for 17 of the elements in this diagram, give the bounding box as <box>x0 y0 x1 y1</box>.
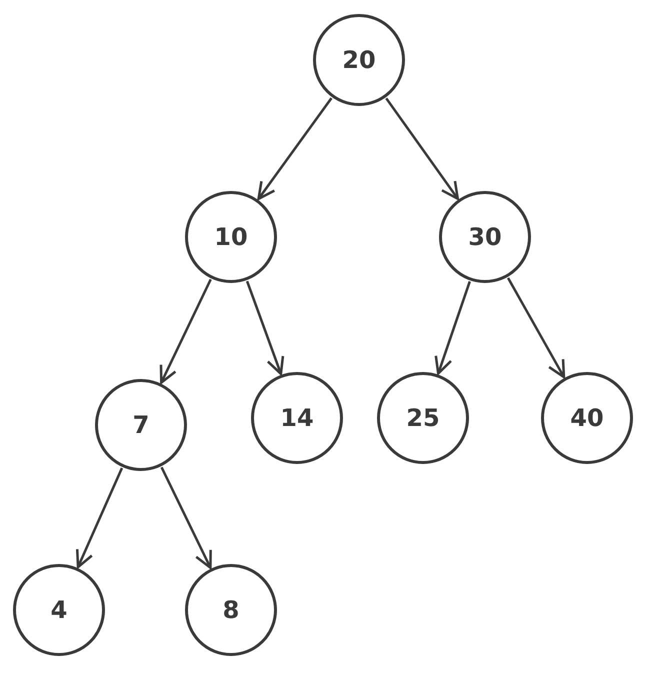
arrow <box>506 277 566 378</box>
arrow <box>160 466 212 569</box>
arrow <box>160 278 212 384</box>
node-value: 14 <box>280 404 314 432</box>
arrow <box>385 98 459 200</box>
arrow <box>434 281 471 375</box>
arrow <box>257 97 332 200</box>
node-value: 10 <box>214 223 248 251</box>
node-value: 30 <box>468 223 502 251</box>
node-value: 25 <box>406 404 440 432</box>
node-value: 20 <box>342 46 376 74</box>
arrow <box>76 467 124 568</box>
node-value: 7 <box>132 411 150 439</box>
node-value: 4 <box>50 596 68 624</box>
arrow <box>246 280 284 376</box>
node-value: 40 <box>570 404 604 432</box>
node-value: 8 <box>222 596 240 624</box>
